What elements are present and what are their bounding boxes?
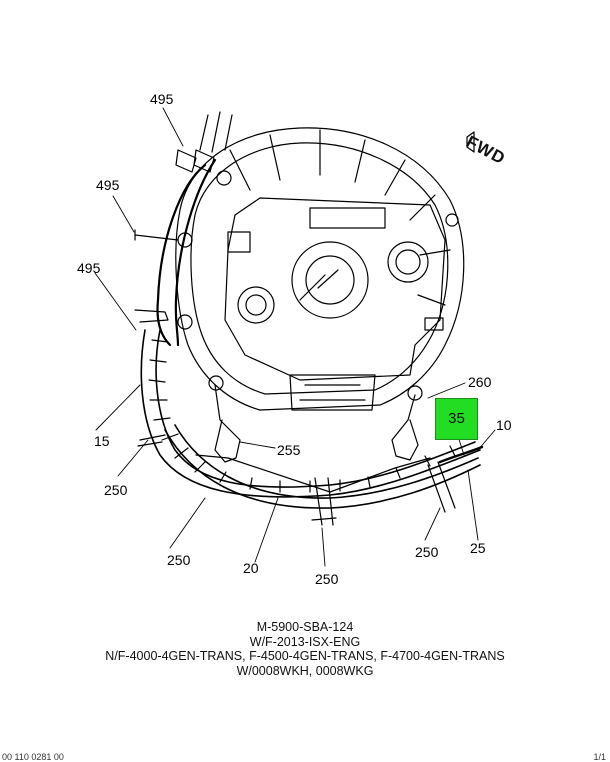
callout-255: 255 [277,442,301,458]
callout-495-left: 495 [77,260,101,276]
footer-left-text: 00 110 0281 00 [2,752,64,762]
callout-15: 15 [94,433,110,449]
callout-35: 35 [448,410,465,427]
callout-20: 20 [243,560,259,576]
callout-495-top: 495 [150,91,174,107]
wiring-diagram [94,107,496,567]
callout-260: 260 [468,374,492,390]
diagram-caption: M-5900-SBA-124 W/F-2013-ISX-ENG N/F-4000… [0,620,610,678]
callout-250-bottom: 250 [315,571,339,587]
caption-line-3: N/F-4000-4GEN-TRANS, F-4500-4GEN-TRANS, … [105,649,505,663]
callout-250-bottom-left: 250 [167,552,191,568]
callout-10: 10 [496,417,512,433]
footer-right-text: 1/1 [593,752,606,762]
highlighted-callout-35: 35 [435,398,478,440]
callout-25: 25 [470,540,486,556]
caption-line-1: M-5900-SBA-124 [256,620,354,634]
housing-outline [175,127,465,411]
callout-250-right: 250 [415,544,439,560]
callout-495-mid: 495 [96,177,120,193]
caption-line-4: W/0008WKH, 0008WKG [236,663,374,678]
callout-250-left: 250 [104,482,128,498]
caption-line-2: W/F-2013-ISX-ENG [249,634,361,649]
